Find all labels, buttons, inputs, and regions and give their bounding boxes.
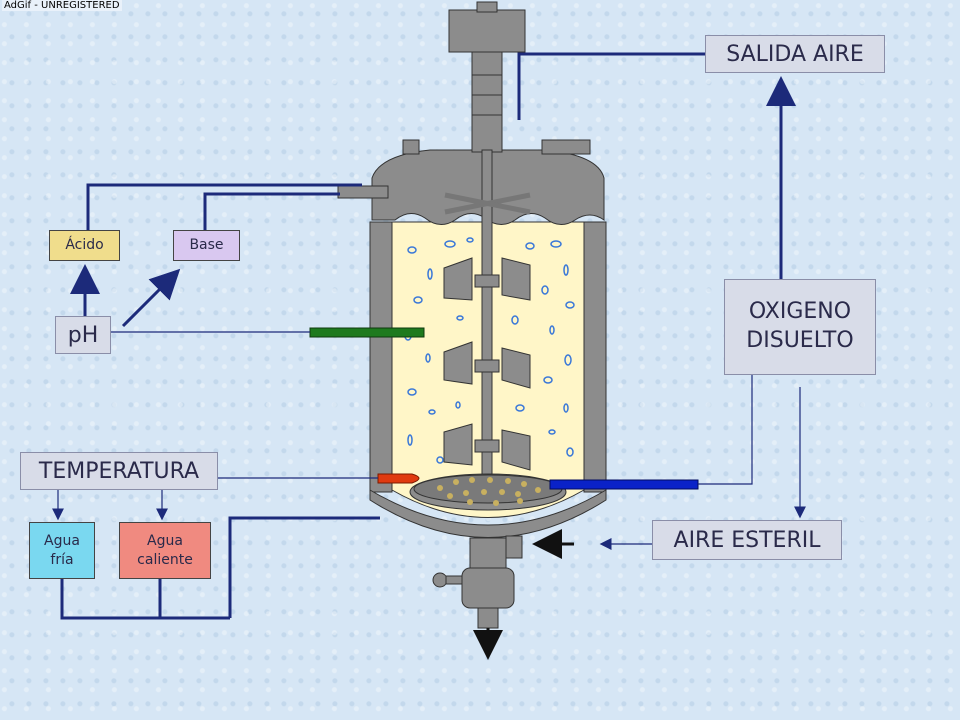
salida-aire-box: SALIDA AIRE <box>705 35 885 73</box>
impeller-top <box>443 257 531 301</box>
jacket-water-line <box>228 516 380 618</box>
salida-aire-label: SALIDA AIRE <box>726 41 864 67</box>
aire-esteril-label: AIRE ESTERIL <box>673 527 821 553</box>
vessel-bottom <box>369 489 607 538</box>
lid-port-left <box>402 139 420 155</box>
ph-label: pH <box>67 322 99 348</box>
aire-esteril-box: AIRE ESTERIL <box>652 520 842 560</box>
agua-caliente-line2: caliente <box>137 551 193 568</box>
air-sparger <box>409 473 567 511</box>
air-outlet-line <box>517 52 705 120</box>
side-port-upper <box>337 185 389 199</box>
ph-to-base-arrow <box>121 268 181 328</box>
agua-fria-line1: Agua <box>44 532 80 549</box>
impeller-bottom <box>443 423 531 471</box>
disuelto-label: DISUELTO <box>746 328 854 353</box>
agua-caliente-line1: Agua <box>147 532 183 549</box>
cold-water-line <box>60 579 230 620</box>
drain-valve <box>432 535 523 629</box>
agua-fria-box: Agua fría <box>29 522 95 579</box>
temperatura-box: TEMPERATURA <box>20 452 218 490</box>
base-label: Base <box>189 237 224 254</box>
ph-probe <box>309 327 425 338</box>
acido-box: Ácido <box>49 230 120 261</box>
impeller-middle <box>443 341 531 389</box>
acido-label: Ácido <box>65 237 104 254</box>
shaft-housing <box>471 51 503 153</box>
ph-box: pH <box>55 316 111 354</box>
oxygen-probe-line <box>698 375 753 485</box>
air-bubbles <box>404 237 575 464</box>
fermenter-vessel <box>337 1 607 629</box>
oxygen-probe <box>549 479 699 490</box>
base-feed-line <box>203 192 340 230</box>
agua-fria-line2: fría <box>50 551 74 568</box>
temperatura-label: TEMPERATURA <box>38 458 200 484</box>
agua-caliente-box: Agua caliente <box>119 522 211 579</box>
motor-cap <box>476 1 498 13</box>
lid-port-right <box>541 139 591 155</box>
jacket-left <box>369 221 393 493</box>
oxigeno-label: OXIGENO <box>748 299 852 325</box>
oxigeno-disuelto-box: OXIGENO DISUELTO <box>724 279 876 375</box>
base-box: Base <box>173 230 240 261</box>
watermark-text: AdGif - UNREGISTERED <box>2 0 122 11</box>
agitator-shaft <box>481 149 493 476</box>
acid-feed-line <box>86 183 362 230</box>
jacket-right <box>583 221 607 493</box>
temperature-probe <box>377 473 420 484</box>
motor-top <box>448 9 526 53</box>
